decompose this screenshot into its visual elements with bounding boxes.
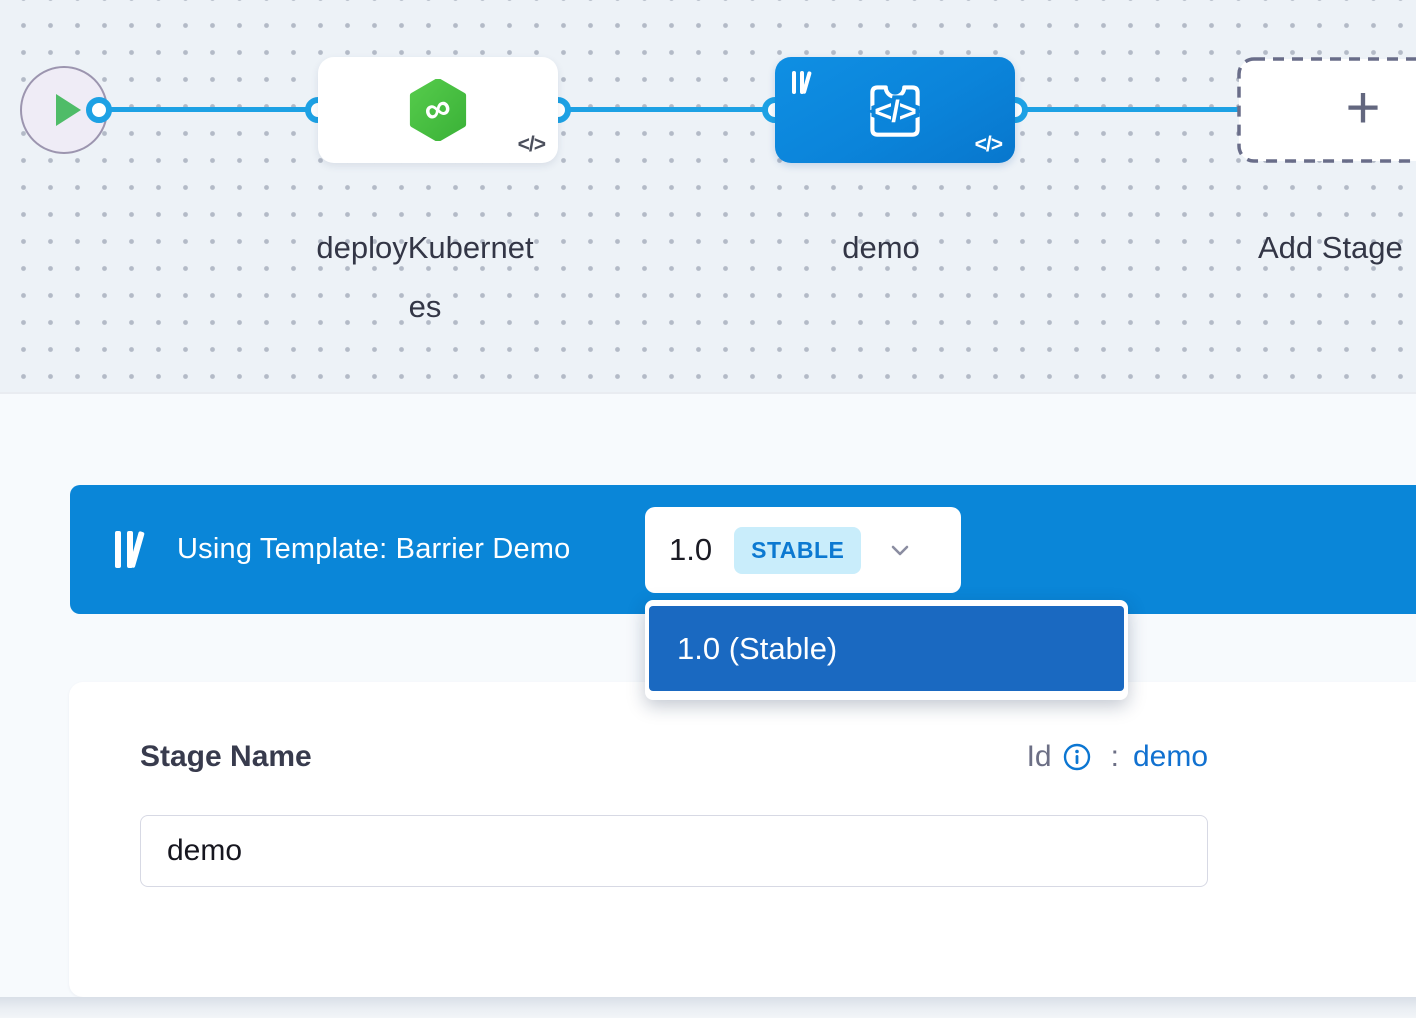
stage-name-label: Stage Name [140, 740, 312, 773]
add-stage-node[interactable]: + [1237, 57, 1416, 163]
edge-line [96, 107, 322, 112]
code-badge-icon: </> [974, 133, 1003, 156]
bottom-divider [0, 997, 1416, 1018]
harness-cd-icon: ∞ [409, 79, 467, 141]
plus-icon: + [1345, 74, 1381, 141]
stage-node-deploy-kubernetes[interactable]: ∞ </> [318, 57, 558, 163]
id-label: Id [1026, 740, 1052, 773]
svg-text:</>: </> [874, 93, 916, 128]
template-library-icon [115, 531, 151, 569]
stage-id-group: Id : demo [69, 740, 1208, 774]
info-icon[interactable] [1061, 741, 1093, 773]
edge-line [556, 107, 780, 112]
chevron-down-icon [892, 545, 909, 556]
version-dropdown: 1.0 (Stable) [645, 600, 1128, 700]
template-badge-icon [792, 71, 816, 95]
edge-line [1013, 107, 1241, 112]
version-value: 1.0 [669, 532, 713, 567]
code-badge-icon: </> [517, 133, 546, 156]
add-stage-label: Add Stage [1258, 230, 1403, 265]
dashed-border [1237, 57, 1416, 163]
dropdown-item-version[interactable]: 1.0 (Stable) [649, 606, 1124, 691]
node-label-deploy-kubernetes: deployKubernetes [316, 230, 534, 324]
stage-card: Stage Name Id : demo [69, 682, 1416, 997]
template-banner-text: Using Template: Barrier Demo [177, 533, 571, 565]
stable-badge: STABLE [734, 526, 862, 574]
pipeline-canvas: ∞ </> </> </> + deployKubernetes demo Ad… [0, 0, 1416, 394]
stage-id-value: demo [1132, 740, 1208, 773]
custom-stage-icon: </> [870, 85, 921, 137]
node-label-demo: demo [842, 230, 920, 265]
version-selector-button[interactable]: 1.0 STABLE [645, 507, 961, 593]
stage-node-demo[interactable]: </> </> [775, 57, 1015, 163]
id-separator: : [1110, 740, 1119, 773]
connector-port [86, 97, 112, 123]
play-icon [55, 94, 81, 126]
stage-name-input[interactable] [140, 815, 1208, 887]
